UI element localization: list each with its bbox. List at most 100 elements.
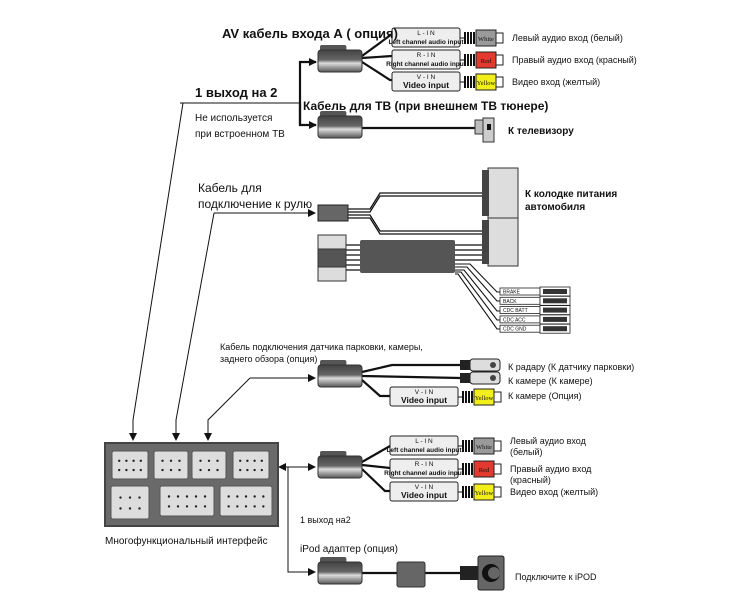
wire-terminal: [543, 289, 567, 294]
steering-line2: подключение к рулю: [198, 197, 312, 211]
rib: [464, 32, 466, 44]
splitter-note-1: Не используется: [195, 113, 272, 124]
tv-plug-pin: [487, 124, 491, 130]
input-code: R - I N: [417, 52, 436, 59]
interface-socket-5: [110, 485, 150, 520]
rib: [468, 463, 470, 475]
interface-socket-4: [232, 450, 270, 480]
parking-line1: Кабель подключения датчика парковки, кам…: [220, 342, 423, 352]
socket-pin: [118, 468, 121, 472]
socket-pin: [118, 459, 121, 462]
connector-body: [487, 217, 519, 267]
plug-body: [317, 364, 363, 388]
rib: [467, 54, 469, 66]
wire-terminal: [543, 298, 567, 304]
av-b-desc-l2: (белый): [510, 447, 543, 457]
wire-terminal: [543, 326, 567, 332]
power-line1: К колодке питания: [525, 189, 617, 200]
socket-pin: [161, 468, 164, 472]
socket-pin: [167, 505, 171, 508]
harness-connector-bottom: [317, 266, 347, 282]
socket-pin: [227, 505, 230, 508]
connector-collar: [460, 373, 470, 383]
socket-pin: [176, 505, 180, 508]
steering-plug: [317, 204, 349, 222]
rib: [471, 391, 473, 403]
socket-pin: [176, 495, 180, 498]
plug-color-label: White: [476, 444, 492, 451]
input-name: Right channel audio input: [386, 61, 467, 68]
socket-body: [111, 450, 149, 480]
plug-color-label: Red: [479, 467, 490, 474]
socket-pin: [246, 468, 249, 472]
input-code: V - I N: [417, 74, 436, 81]
power-connector-1: [482, 217, 519, 267]
socket-pin: [178, 468, 181, 472]
socket-pin: [138, 507, 141, 510]
connector-pins: [482, 220, 489, 264]
input-name: Video input: [401, 490, 447, 500]
socket-pin: [207, 459, 211, 462]
av-b-desc-r2: (красный): [510, 475, 551, 485]
parking-plug: [317, 360, 363, 388]
socket-pin: [262, 495, 265, 498]
rib: [465, 486, 467, 498]
socket-pin: [239, 459, 242, 462]
socket-pin: [216, 459, 219, 462]
harness-connector-stack: [317, 234, 347, 282]
wire-terminal: [543, 316, 567, 322]
interface-socket-6: [159, 485, 215, 517]
socket-pin: [185, 495, 189, 498]
av-b-desc-v1: Видео вход (желтый): [510, 487, 598, 497]
socket-pin: [207, 468, 211, 472]
rib: [470, 54, 472, 66]
ipod-plug: [317, 557, 363, 585]
socket-pin: [119, 507, 122, 510]
rib: [462, 391, 464, 403]
socket-body: [110, 485, 150, 520]
power-wire-2: CDC BATT: [499, 305, 571, 316]
rib: [467, 76, 469, 88]
tv-connector-icon: [474, 117, 495, 143]
socket-pin: [262, 505, 265, 508]
rib: [471, 486, 473, 498]
socket-pin: [194, 505, 198, 508]
camera-connector-icon: [460, 371, 501, 385]
rib: [465, 440, 467, 452]
interface-socket-1: [111, 450, 149, 480]
plug-color-label: Yellow: [475, 490, 494, 497]
power-line2: автомобиля: [525, 201, 585, 213]
input-code: R - I N: [415, 461, 434, 468]
rib: [471, 440, 473, 452]
connector-pin: [490, 375, 496, 381]
socket-body: [191, 450, 227, 480]
interface-socket-3: [191, 450, 227, 480]
socket-pin: [260, 459, 263, 462]
input-code: V - I N: [415, 484, 434, 491]
power-wire-1: BACK: [499, 295, 571, 306]
socket-pin: [139, 468, 142, 472]
connection-lines: [129, 33, 500, 576]
tv-title: Кабель для ТВ (при внешнем ТВ тюнере): [303, 99, 548, 113]
splitter-note-2: при встроенном ТВ: [195, 129, 285, 140]
av-b-desc-l1: Левый аудио вход: [510, 436, 587, 446]
wire-label: CDC ACC: [503, 317, 526, 323]
wire-label: BRAKE: [503, 290, 521, 296]
socket-pin: [244, 495, 248, 498]
socket-pin: [203, 495, 207, 498]
connector-body: [487, 167, 519, 219]
rib: [462, 440, 464, 452]
rca-tip: [493, 463, 502, 475]
splitter-label: 1 выход на 2: [195, 85, 277, 100]
socket-pin: [236, 505, 239, 508]
harness-connector-top: [317, 234, 347, 250]
input-name: Left channel audio input: [388, 39, 464, 46]
wire-terminal: [543, 307, 567, 313]
socket-pin: [236, 495, 239, 498]
power-wire-3: CDC ACC: [499, 314, 571, 325]
interface-socket-2: [153, 450, 189, 480]
